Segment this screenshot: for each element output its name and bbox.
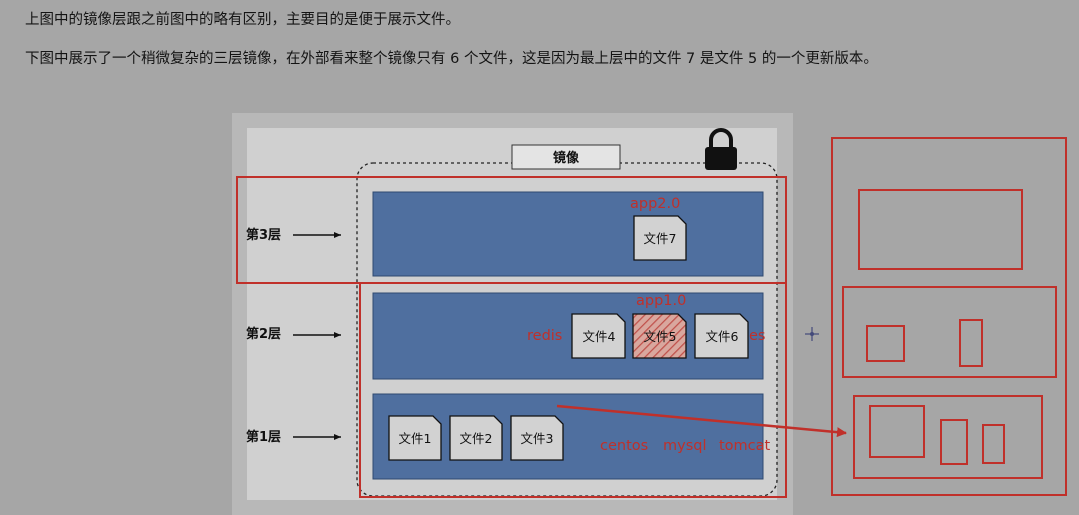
es-annotation: es [749,328,765,344]
schematic-middle-small-square [866,325,905,362]
file-4-label: 文件4 [583,329,616,344]
file-7-label: 文件7 [644,231,677,246]
file-3: 文件3 [510,415,564,461]
intro-paragraph: 上图中的镜像层跟之前图中的略有区别，主要目的是便于展示文件。 [25,12,460,28]
layer-3-label: 第3层 [246,227,281,243]
tomcat-annotation: tomcat [719,438,771,454]
schematic-top-box [858,189,1023,270]
lower-layers-highlight [359,282,787,498]
schematic-outer-box [831,137,1067,496]
schematic-middle-small-rect [959,319,983,367]
file-2: 文件2 [449,415,503,461]
file-1-label: 文件1 [399,431,432,446]
schematic-bottom-square [869,405,925,458]
file-1: 文件1 [388,415,442,461]
file-3-label: 文件3 [521,431,554,446]
pointer-arrow [556,404,847,438]
right-schematic [831,137,1067,496]
lock-icon [705,128,737,170]
redis-annotation: redis [527,328,562,344]
file-7: 文件7 [633,215,687,261]
schematic-bottom-box [853,395,1043,479]
layer-3-bar [372,191,764,277]
cursor-star-icon [805,327,819,341]
file-5-label: 文件5 [644,329,677,344]
file-4: 文件4 [571,313,626,359]
layer-2-label: 第2层 [246,326,281,342]
description-paragraph: 下图中展示了一个稍微复杂的三层镜像，在外部看来整个镜像只有 6 个文件，这是因为… [25,51,878,67]
schematic-bottom-rect-1 [940,419,968,465]
file-6-label: 文件6 [706,329,739,344]
file-5: 文件5 [632,313,687,359]
file-6: 文件6 [694,313,749,359]
layer-1-label: 第1层 [246,429,281,445]
schematic-bottom-rect-2 [982,424,1005,464]
file-2-label: 文件2 [460,431,493,446]
image-label-box [511,144,621,170]
mysql-annotation: mysql [663,438,707,454]
app2-annotation: app2.0 [630,196,680,212]
centos-annotation: centos [600,438,648,454]
schematic-middle-box [842,286,1057,378]
image-label: 镜像 [553,150,580,166]
app1-annotation: app1.0 [636,293,686,309]
